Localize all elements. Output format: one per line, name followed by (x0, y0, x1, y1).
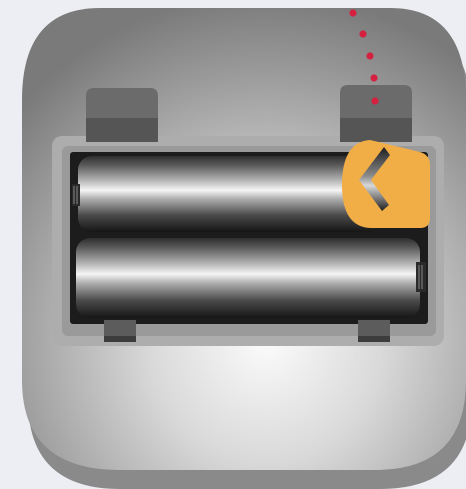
indicator-dot (349, 9, 356, 16)
battery-bottom (76, 238, 426, 318)
bottom-clip-left-edge (104, 336, 136, 342)
battery-top (72, 156, 382, 232)
indicator-dot (370, 74, 377, 81)
indicator-dot (366, 52, 373, 59)
indicator-dot (359, 30, 366, 37)
indicator-dot (371, 97, 378, 104)
bottom-clip-right-edge (358, 336, 390, 342)
battery-clip-right-face (340, 118, 412, 142)
battery-clip-left-face (86, 118, 158, 142)
release-tab[interactable] (342, 140, 430, 228)
